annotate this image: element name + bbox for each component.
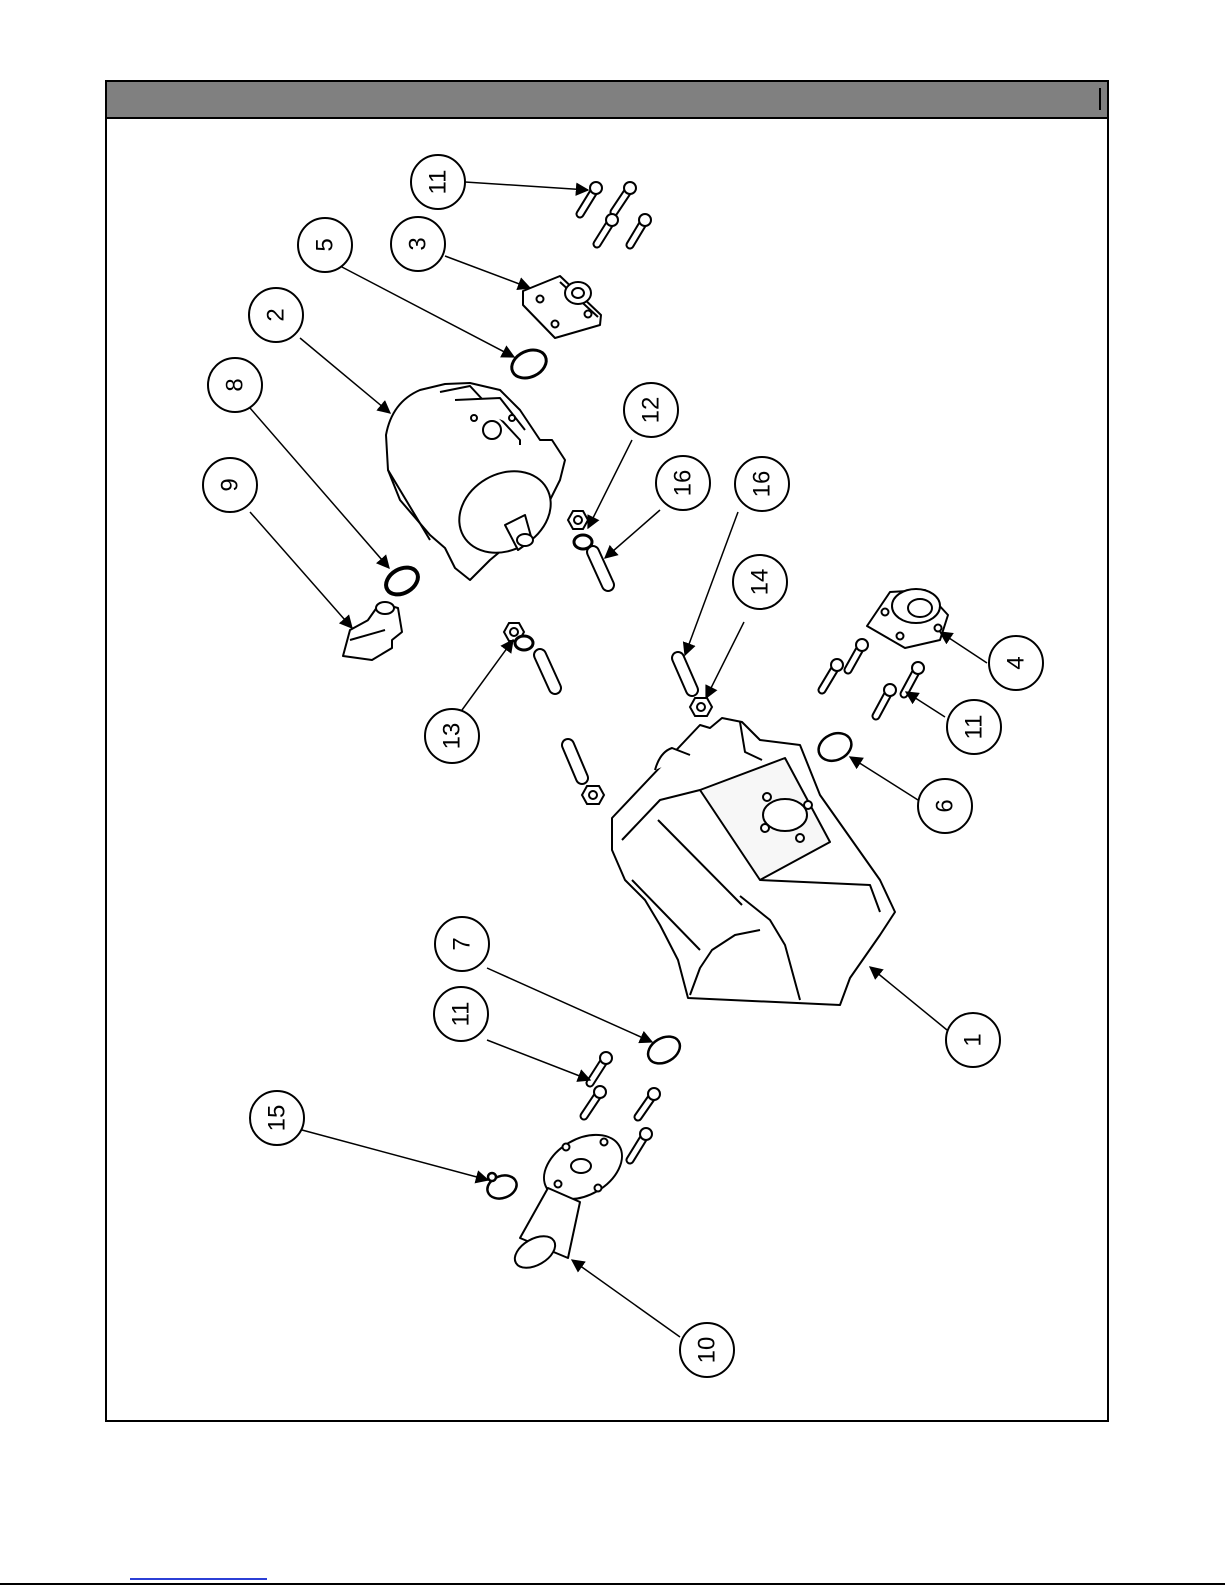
leader-2 bbox=[300, 338, 390, 413]
screw-left-1 bbox=[590, 1052, 612, 1083]
screw-top-4 bbox=[630, 214, 651, 245]
part-10-flanged-fitting bbox=[509, 1122, 633, 1275]
screw-left-4 bbox=[630, 1128, 652, 1160]
leader-4 bbox=[940, 632, 987, 663]
leader-5 bbox=[340, 266, 514, 357]
leader-10 bbox=[572, 1260, 680, 1337]
leader-3 bbox=[445, 256, 530, 288]
part-11-screws bbox=[580, 182, 924, 1160]
part-5-o-ring bbox=[507, 345, 551, 384]
leader-11-top bbox=[465, 182, 588, 190]
svg-text:5: 5 bbox=[312, 238, 339, 251]
svg-text:16: 16 bbox=[670, 470, 697, 497]
dowel-pin-middle bbox=[540, 655, 555, 688]
callout-4: 4 bbox=[989, 636, 1043, 690]
svg-text:2: 2 bbox=[263, 308, 290, 321]
part-15-hose-clamp bbox=[484, 1172, 520, 1203]
screw-right-1 bbox=[822, 659, 843, 690]
part-9-fitting bbox=[343, 602, 402, 660]
svg-text:12: 12 bbox=[638, 397, 665, 424]
callout-16-lower: 16 bbox=[735, 457, 789, 511]
callout-11-left: 11 bbox=[434, 987, 488, 1041]
callout-13: 13 bbox=[425, 709, 479, 763]
callout-5: 5 bbox=[298, 218, 352, 272]
leader-16-lower bbox=[685, 512, 738, 655]
callout-15: 15 bbox=[250, 1091, 304, 1145]
leader-7 bbox=[487, 968, 652, 1042]
svg-text:15: 15 bbox=[264, 1105, 291, 1132]
callout-10: 10 bbox=[680, 1323, 734, 1377]
svg-text:14: 14 bbox=[747, 569, 774, 596]
leader-15 bbox=[302, 1130, 488, 1180]
part-1-pump-housing bbox=[612, 718, 895, 1005]
screw-top-1 bbox=[580, 182, 602, 214]
screw-left-3 bbox=[638, 1088, 660, 1117]
svg-text:3: 3 bbox=[405, 237, 432, 250]
svg-text:4: 4 bbox=[1003, 656, 1030, 669]
callout-14: 14 bbox=[733, 555, 787, 609]
screw-right-4 bbox=[904, 662, 924, 694]
callout-9: 9 bbox=[203, 458, 257, 512]
washer-13 bbox=[515, 636, 533, 650]
leader-11-right bbox=[906, 692, 945, 717]
dowel-pin-lower bbox=[678, 658, 692, 690]
callout-1: 1 bbox=[946, 1013, 1000, 1067]
screw-left-2 bbox=[584, 1086, 606, 1116]
part-8-seal bbox=[381, 562, 422, 600]
leader-1 bbox=[870, 967, 947, 1030]
svg-text:11: 11 bbox=[448, 1002, 475, 1027]
callout-bubbles: 11 3 5 2 8 9 12 16 bbox=[203, 155, 1043, 1377]
svg-text:1: 1 bbox=[960, 1033, 987, 1046]
svg-text:13: 13 bbox=[439, 723, 466, 750]
svg-text:11: 11 bbox=[961, 715, 988, 740]
leader-13 bbox=[462, 640, 513, 710]
screw-right-2 bbox=[848, 639, 868, 670]
callout-8: 8 bbox=[208, 358, 262, 412]
leader-14 bbox=[706, 622, 744, 698]
part-2-pump-body bbox=[386, 383, 566, 580]
part-3-flange-port bbox=[523, 276, 601, 338]
callout-6: 6 bbox=[918, 779, 972, 833]
svg-text:8: 8 bbox=[222, 378, 249, 391]
callout-12: 12 bbox=[624, 383, 678, 437]
svg-text:10: 10 bbox=[694, 1337, 721, 1364]
part-6-o-ring bbox=[814, 728, 856, 766]
part-7-o-ring bbox=[643, 1031, 684, 1069]
svg-text:9: 9 bbox=[217, 478, 244, 491]
callout-7: 7 bbox=[435, 917, 489, 971]
callout-3: 3 bbox=[391, 217, 445, 271]
callout-2: 2 bbox=[249, 288, 303, 342]
leader-12 bbox=[588, 440, 632, 528]
part-16-dowel-pins bbox=[540, 552, 692, 778]
callout-11-right: 11 bbox=[947, 700, 1001, 754]
leader-9 bbox=[250, 512, 352, 628]
callout-11-top: 11 bbox=[411, 155, 465, 209]
svg-text:7: 7 bbox=[449, 937, 476, 950]
screw-right-3 bbox=[876, 684, 896, 716]
leader-6 bbox=[850, 757, 918, 800]
svg-text:6: 6 bbox=[932, 799, 959, 812]
dowel-pin-housing bbox=[568, 745, 582, 778]
leader-8 bbox=[250, 408, 389, 568]
part-4-flange-port bbox=[867, 589, 948, 648]
callout-16-upper: 16 bbox=[656, 456, 710, 510]
leader-11-left bbox=[487, 1040, 590, 1080]
svg-text:16: 16 bbox=[749, 471, 776, 498]
screw-top-3 bbox=[597, 214, 618, 244]
footer-link-underline[interactable] bbox=[130, 1578, 267, 1580]
leader-16-upper bbox=[605, 510, 660, 558]
screw-top-2 bbox=[614, 182, 636, 212]
svg-text:11: 11 bbox=[425, 170, 452, 195]
washer-12 bbox=[574, 535, 592, 549]
